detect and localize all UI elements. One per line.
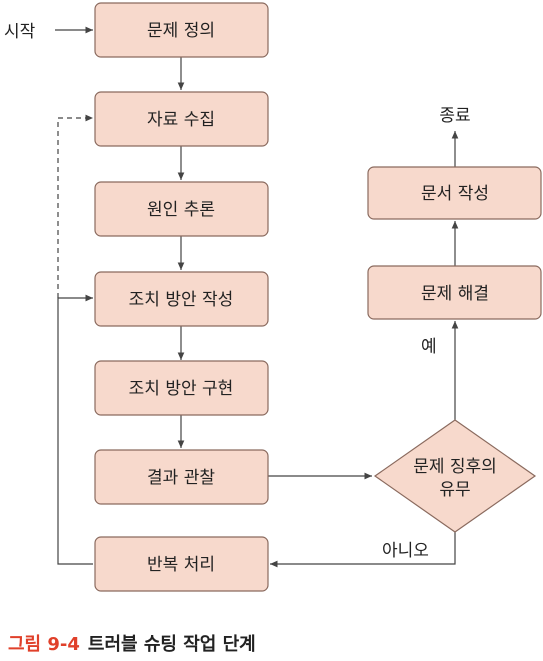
node-collect-label: 자료 수집 xyxy=(147,110,215,130)
node-decision-label-line1: 문제 징후의 xyxy=(413,457,497,477)
start-label: 시작 xyxy=(4,22,36,42)
node-define: 문제 정의 xyxy=(94,2,269,58)
node-plan-label: 조치 방안 작성 xyxy=(129,290,234,310)
node-implement-label: 조치 방안 구현 xyxy=(129,379,234,399)
end-label: 종료 xyxy=(439,106,470,126)
troubleshooting-flowchart: 시작 종료 예 아니오 문제 정의 자료 수집 원인 추론 조치 방안 작성 조… xyxy=(4,2,542,592)
node-infer: 원인 추론 xyxy=(94,181,269,237)
node-collect: 자료 수집 xyxy=(94,91,269,147)
edge-repeat-to-plan xyxy=(57,294,93,565)
figure-caption: 그림 9-4 트러블 슈팅 작업 단계 xyxy=(8,630,256,656)
figure-number: 그림 9-4 xyxy=(8,634,80,655)
node-plan: 조치 방안 작성 xyxy=(94,271,269,327)
node-infer-label: 원인 추론 xyxy=(147,200,215,220)
node-document: 문서 작성 xyxy=(367,166,542,220)
edge-repeat-to-collect-dashed xyxy=(57,114,93,298)
node-resolve-label: 문제 해결 xyxy=(421,284,489,304)
node-resolve: 문제 해결 xyxy=(367,265,542,320)
node-decision-label-line2: 유무 xyxy=(439,480,470,500)
figure-title: 트러블 슈팅 작업 단계 xyxy=(87,634,256,655)
yes-label: 예 xyxy=(421,337,437,357)
node-repeat: 반복 처리 xyxy=(94,536,269,592)
node-document-label: 문서 작성 xyxy=(421,184,489,204)
edges xyxy=(55,26,459,568)
node-decision: 문제 징후의 유무 xyxy=(373,419,537,533)
node-define-label: 문제 정의 xyxy=(147,21,215,41)
no-label: 아니오 xyxy=(382,541,429,561)
node-repeat-label: 반복 처리 xyxy=(147,555,215,575)
edge-decision-no-to-repeat xyxy=(270,532,456,568)
node-observe: 결과 관찰 xyxy=(94,449,269,505)
node-observe-label: 결과 관찰 xyxy=(147,468,215,488)
node-implement: 조치 방안 구현 xyxy=(94,360,269,416)
